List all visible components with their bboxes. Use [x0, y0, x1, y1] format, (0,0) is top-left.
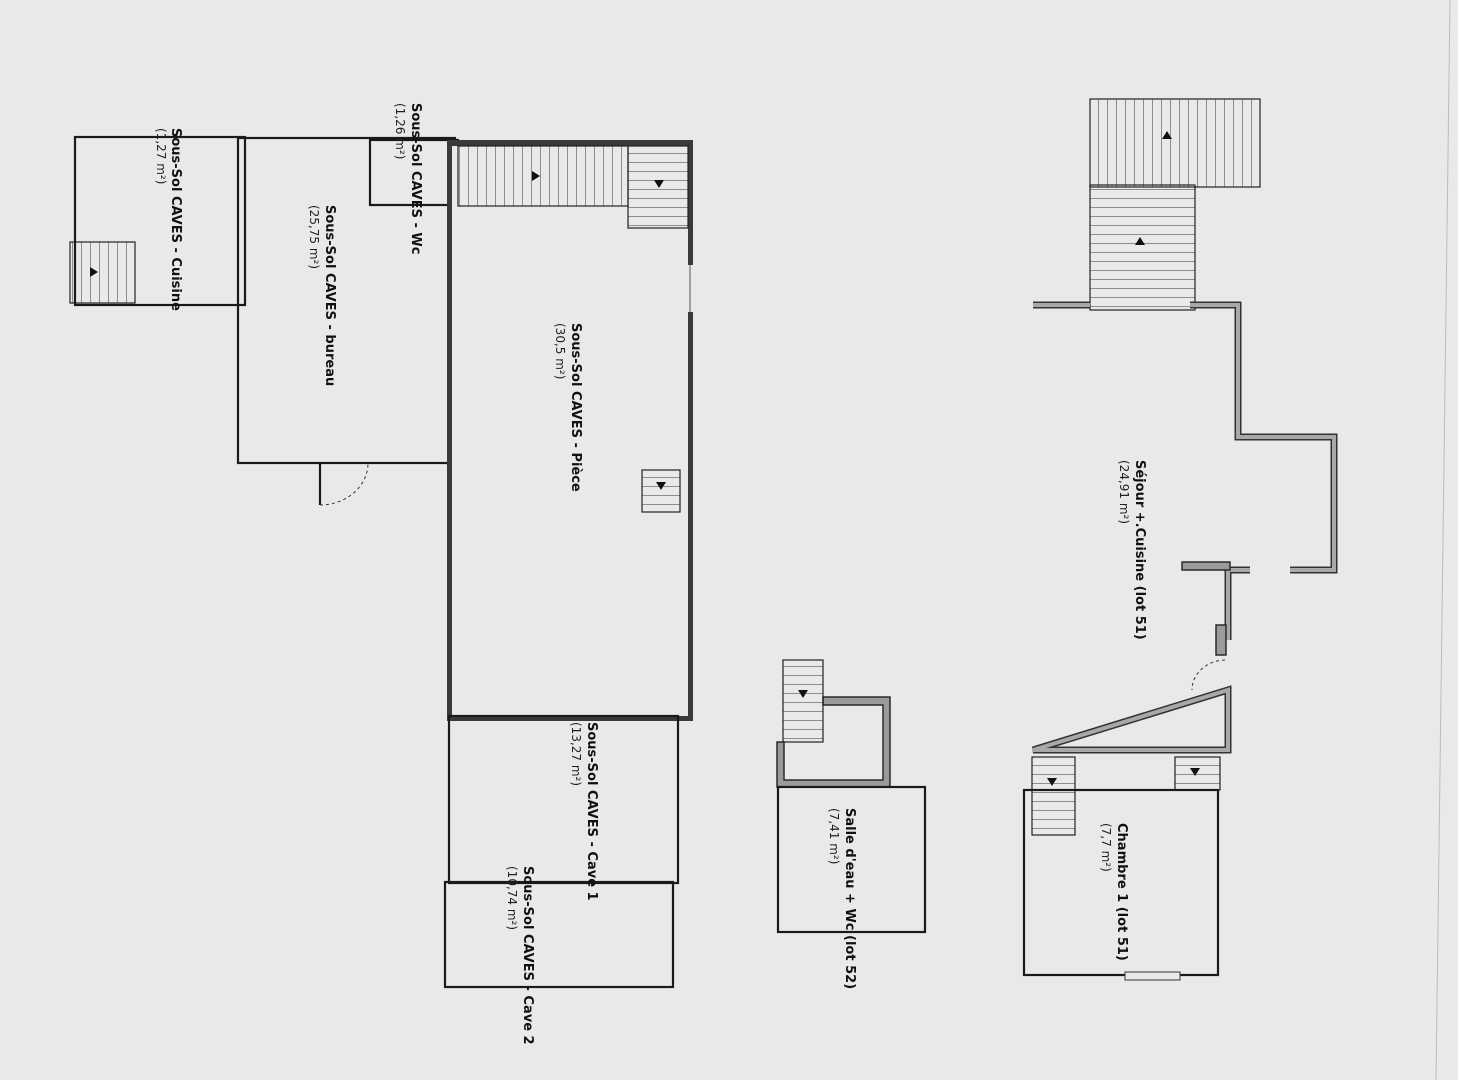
room-area: (25,75 m²): [307, 205, 321, 269]
stair-arrow-icon: [90, 267, 98, 277]
room-salle-eau: [776, 659, 927, 934]
staircase: [641, 469, 681, 513]
stair-arrow-icon: [532, 171, 540, 181]
stair-arrow-icon: [1135, 237, 1145, 245]
room-area: (30,5 m²): [553, 323, 567, 379]
room-name: Sous-Sol CAVES - Cave 2: [520, 866, 535, 1045]
room-area: (1,26 m²): [393, 103, 407, 159]
door-swing: [319, 462, 369, 506]
staircase: [782, 659, 824, 743]
staircase: [457, 145, 629, 207]
stair-arrow-icon: [1190, 768, 1200, 776]
staircase: [1089, 98, 1261, 188]
room-name: Sous-Sol CAVES - Wc: [408, 103, 423, 254]
staircase: [1089, 184, 1196, 311]
window: [1124, 971, 1181, 981]
staircase: [627, 145, 689, 229]
staircase: [1031, 756, 1076, 836]
room-name: Salle d'eau + Wc (lot 52): [842, 808, 857, 989]
room-area: (13,27 m²): [569, 722, 583, 786]
room-name: Sous-Sol CAVES - Pièce: [568, 323, 583, 492]
room-area: (7,7 m²): [1099, 823, 1113, 872]
room-sejour: [1031, 98, 1338, 754]
stair-arrow-icon: [654, 180, 664, 188]
stair-arrow-icon: [798, 690, 808, 698]
staircase: [69, 241, 136, 304]
staircase: [1174, 756, 1221, 791]
label-piece: Sous-Sol CAVES - Pièce (30,5 m²): [553, 323, 583, 492]
room-name: Sous-Sol CAVES - bureau: [322, 205, 337, 386]
room-area: (24,91 m²): [1117, 460, 1131, 524]
label-wc: Sous-Sol CAVES - Wc (1,26 m²): [393, 103, 423, 254]
stair-arrow-icon: [1162, 131, 1172, 139]
room-name: Chambre 1 (lot 51): [1114, 823, 1129, 961]
room-area: (7,41 m²): [827, 808, 841, 864]
room-area: (1,27 m²): [154, 128, 168, 184]
room-name: Sous-Sol CAVES - Cave 1: [584, 722, 599, 901]
label-cave-2: Sous-Sol CAVES - Cave 2 (10,74 m²): [505, 866, 535, 1045]
label-bureau: Sous-Sol CAVES - bureau (25,75 m²): [307, 205, 337, 386]
label-salle-eau: Salle d'eau + Wc (lot 52) (7,41 m²): [827, 808, 857, 989]
room-piece: [447, 140, 694, 721]
label-sejour: Séjour +.Cuisine (lot 51) (24,91 m²): [1117, 460, 1147, 640]
label-chambre: Chambre 1 (lot 51) (7,7 m²): [1099, 823, 1129, 961]
room-chambre: [1022, 756, 1221, 981]
room-cuisine: [69, 135, 247, 307]
stair-arrow-icon: [656, 482, 666, 490]
door-swing: [1191, 659, 1226, 691]
stair-arrow-icon: [1047, 778, 1057, 786]
room-cave-2: [443, 880, 675, 989]
label-cave-1: Sous-Sol CAVES - Cave 1 (13,27 m²): [569, 722, 599, 901]
room-area: (10,74 m²): [505, 866, 519, 930]
label-cuisine: Sous-Sol CAVES - Cuisine (1,27 m²): [154, 128, 183, 311]
room-name: Sous-Sol CAVES - Cuisine: [168, 128, 183, 311]
room-name: Séjour +.Cuisine (lot 51): [1132, 460, 1147, 640]
